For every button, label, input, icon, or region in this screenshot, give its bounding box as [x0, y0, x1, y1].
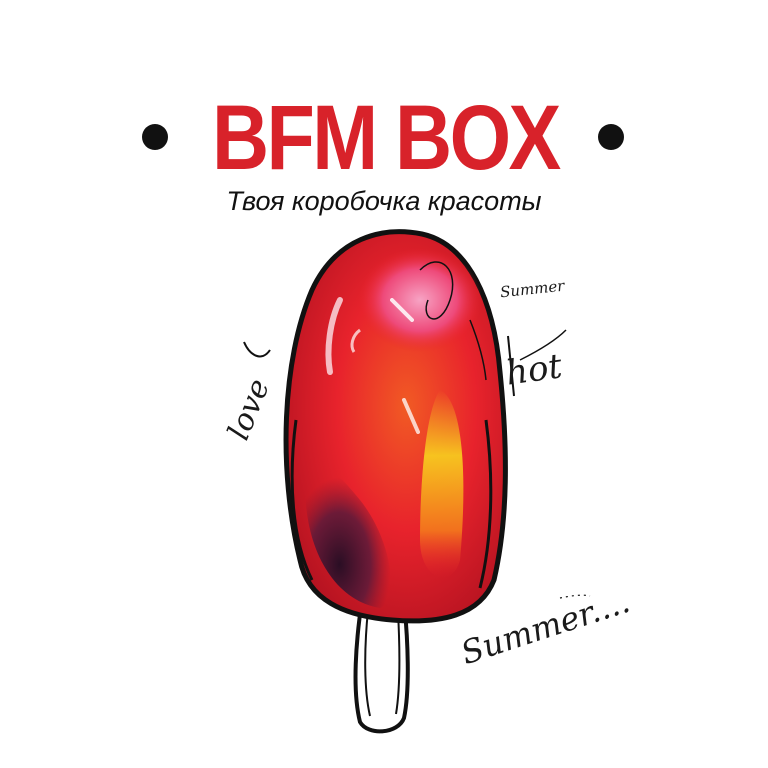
popsicle-stick	[353, 598, 410, 734]
brand-title: BFM BOX	[212, 87, 561, 189]
brand-tagline: Твоя коробочка красоты	[226, 186, 542, 216]
popsicle-body	[283, 229, 508, 624]
brand-header: BFM BOX	[0, 88, 768, 188]
bullet-left-icon	[142, 124, 168, 150]
ink-scribbles	[243, 329, 591, 599]
bullet-right-icon	[598, 124, 624, 150]
handwritten-hot: hot	[503, 346, 565, 394]
